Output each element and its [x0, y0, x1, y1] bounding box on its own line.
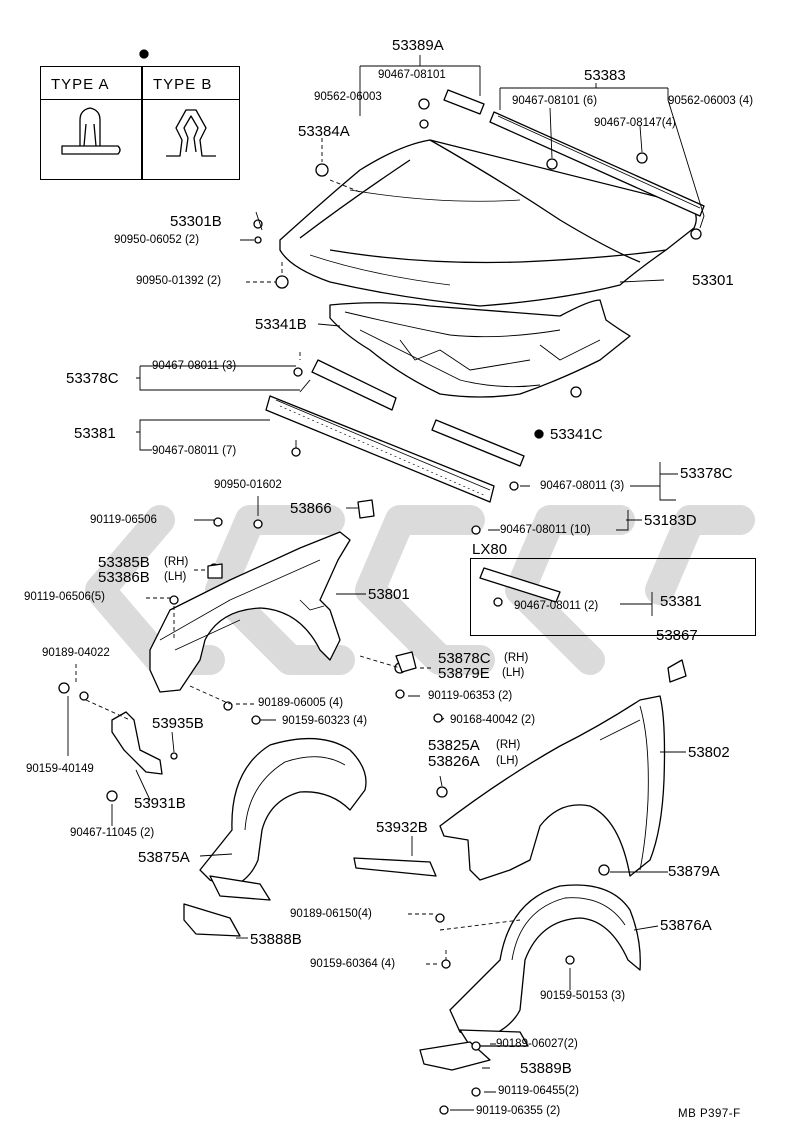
fastener-drawings — [58, 98, 702, 1115]
part-label: 53888B — [250, 931, 302, 948]
part-label: 90562-06003 — [314, 91, 382, 103]
clip-type-a-drawing — [61, 107, 121, 155]
legend-dot — [139, 49, 149, 59]
part-label-side: (LH) — [164, 571, 187, 583]
part-label: 90562-06003 (4) — [668, 95, 754, 107]
part-label: 53878C — [438, 650, 491, 667]
hood-drawing — [279, 139, 697, 307]
part-label: 90168-40042 (2) — [450, 714, 536, 726]
fender-53801-drawing — [149, 531, 351, 693]
part-label: 90119-06506 — [90, 514, 157, 526]
part-label: 53879A — [668, 863, 720, 880]
part-label: 90189-06005 (4) — [258, 697, 344, 709]
strip-53378c-right-drawing — [431, 419, 525, 467]
part-label: 90159-60364 (4) — [310, 958, 396, 970]
part-label: 53879E — [438, 665, 490, 682]
part-label: 53931B — [134, 795, 186, 812]
part-label-side: (RH) — [496, 739, 521, 751]
part-label: 53801 — [368, 586, 410, 603]
part-label: 53876A — [660, 917, 712, 934]
part-label: 53875A — [138, 849, 190, 866]
part-label: 90467-08011 (3) — [152, 360, 237, 372]
part-label: 90467-08011 (7) — [152, 445, 237, 457]
part-label: 90467-08011 (3) — [540, 480, 625, 492]
part-label: 53866 — [290, 500, 332, 517]
part-label: 90467-11045 (2) — [70, 827, 155, 839]
seal-53381-drawing — [265, 395, 495, 503]
type-b-label: TYPE B — [153, 76, 213, 93]
legend-divider — [141, 67, 143, 179]
part-label: 53381 — [660, 593, 702, 610]
part-label: 53381 — [74, 425, 116, 442]
clip-type-b-drawing — [166, 109, 216, 157]
part-label: 53826A — [428, 753, 480, 770]
part-label: 53183D — [644, 512, 697, 529]
part-label: 53341B — [255, 316, 307, 333]
part-label: 90119-06506(5) — [24, 591, 105, 603]
part-label: 53341C — [550, 426, 603, 443]
legend-header — [41, 67, 239, 100]
part-label: 90159-40149 — [26, 763, 94, 775]
part-label: 90189-06150(4) — [290, 908, 372, 920]
part-label: 53935B — [152, 715, 204, 732]
part-label: 53378C — [66, 370, 119, 387]
part-label: 90189-04022 — [42, 647, 110, 659]
part-label: 53386B — [98, 569, 150, 586]
clip-type-legend: TYPE A TYPE B — [40, 66, 240, 180]
part-label-side: (RH) — [504, 652, 529, 664]
part-label-side: (RH) — [164, 556, 189, 568]
part-label: 90189-06027(2) — [496, 1038, 578, 1050]
part-label: 90950-01602 — [214, 479, 282, 491]
part-label-side: (LH) — [502, 667, 525, 679]
part-label-side: (LH) — [496, 755, 519, 767]
hood-inner-drawing — [329, 299, 631, 398]
shield-53888b-drawing — [183, 903, 241, 937]
strip-53383-drawing — [489, 111, 705, 217]
moulding-53932b-drawing — [353, 857, 437, 877]
part-label: 90950-01392 (2) — [136, 275, 222, 287]
fender-53802-drawing — [439, 695, 666, 881]
part-label: 90467-08011 (2) — [514, 600, 599, 612]
part-label: 53932B — [376, 819, 428, 836]
part-label: 90159-60323 (4) — [282, 715, 368, 727]
liner-53876a-drawing — [449, 884, 641, 1047]
part-label: 90467-08147(4) — [594, 117, 676, 129]
strip-53389a-drawing — [443, 89, 485, 115]
bracket-53931b-drawing — [111, 711, 163, 775]
part-label: 90467-08101 (6) — [512, 95, 598, 107]
part-label: 53867 — [656, 627, 698, 644]
part-label: 53301B — [170, 213, 222, 230]
part-label: 53378C — [680, 465, 733, 482]
part-label: 90159-50153 (3) — [540, 990, 626, 1002]
part-label: 53385B — [98, 554, 150, 571]
part-label: 53889B — [520, 1060, 572, 1077]
part-label: 53301 — [692, 272, 734, 289]
page-code: MB P397-F — [678, 1108, 741, 1120]
part-label: 53384A — [298, 123, 350, 140]
part-label: 90950-06052 (2) — [114, 234, 200, 246]
part-label: 90119-06353 (2) — [428, 690, 513, 702]
type-a-label: TYPE A — [51, 76, 110, 93]
strip-53378c-left-drawing — [311, 359, 397, 411]
part-label: 90119-06455(2) — [498, 1085, 579, 1097]
legend-dot-53341c — [534, 429, 544, 439]
part-label: 53383 — [584, 67, 626, 84]
liner-53875a-drawing — [199, 737, 367, 901]
part-label: 53802 — [688, 744, 730, 761]
lx80-box — [470, 558, 756, 636]
part-label: 53825A — [428, 737, 480, 754]
part-label: 90467-08011 (10) — [500, 524, 591, 536]
lx80-strip-drawing — [479, 567, 561, 603]
lx80-title: LX80 — [472, 541, 508, 558]
part-label: 90119-06355 (2) — [476, 1105, 561, 1117]
part-label: 90467-08101 — [378, 69, 446, 81]
leader-lines — [67, 55, 705, 1111]
part-label: 53389A — [392, 37, 444, 54]
